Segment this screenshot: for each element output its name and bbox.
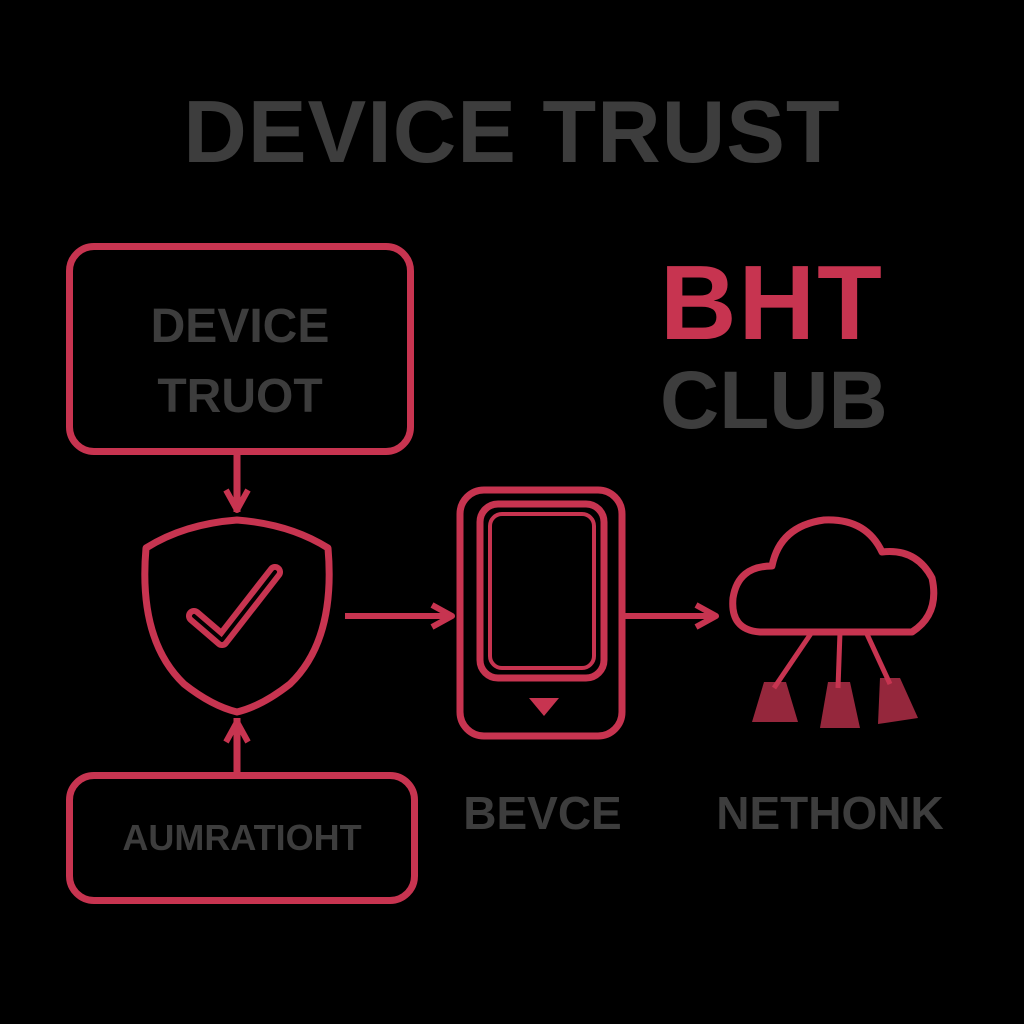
- arrow-shield-to-device: [345, 602, 455, 630]
- arrow-device-to-network: [622, 602, 719, 630]
- device-trust-line-1: DEVICE: [150, 300, 330, 353]
- page-title: DEVICE TRUST: [183, 82, 841, 181]
- authorization-box: AUMRATIOHT: [66, 772, 418, 904]
- smartphone-icon: [456, 486, 626, 740]
- network-caption: NETHONK: [716, 787, 944, 839]
- arrow-trust-to-shield: [223, 455, 251, 513]
- device-trust-box-label: DEVICE TRUOT: [73, 292, 407, 432]
- cloud-network-icon: [729, 516, 938, 728]
- device-trust-line-2: TRUOT: [157, 370, 323, 423]
- brand-name-top: BHT: [660, 244, 884, 362]
- device-trust-box: DEVICE TRUOT: [66, 243, 414, 455]
- authorization-box-label: AUMRATIOHT: [122, 817, 362, 858]
- brand-name-bottom: CLUB: [660, 355, 888, 446]
- arrow-auth-to-shield: [223, 718, 251, 772]
- shield-check-icon: [141, 516, 333, 716]
- device-caption: BEVCE: [463, 787, 622, 839]
